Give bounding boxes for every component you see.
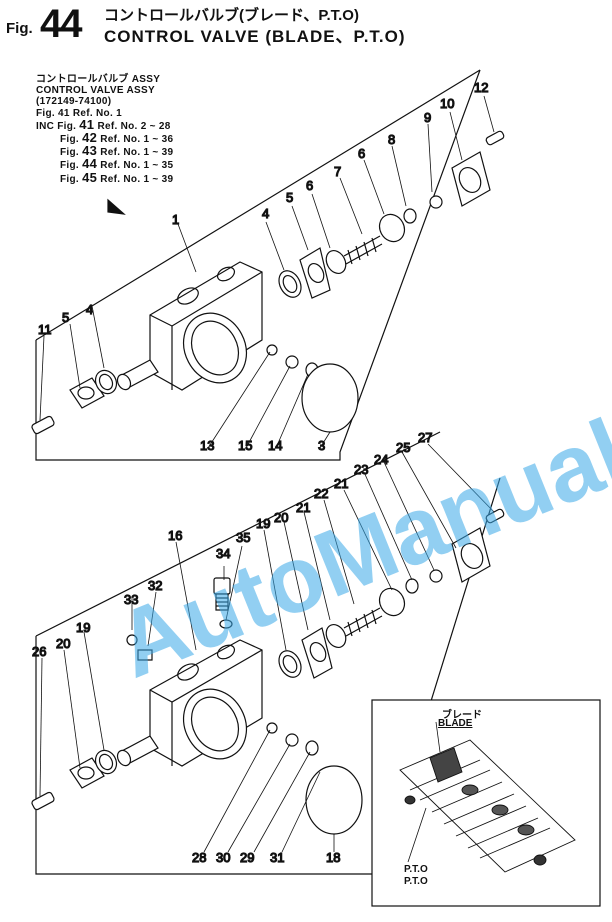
top-leader-lines	[39, 95, 495, 449]
valve-body	[116, 639, 263, 767]
callout-20b: 20	[56, 636, 70, 651]
callout-19: 19	[256, 516, 270, 531]
callout-5b: 5	[62, 310, 69, 325]
callout-26: 26	[32, 644, 46, 659]
inset-overview	[371, 699, 601, 907]
ref-fig-number: 41	[79, 116, 95, 132]
callout-33: 33	[124, 592, 138, 607]
inset-label-jp: ブレード	[442, 710, 482, 721]
spring	[343, 607, 383, 637]
callout-32: 32	[148, 578, 162, 593]
ref-fig-number: 44	[82, 156, 98, 172]
inset-valve-stack	[399, 721, 576, 873]
bottom-leader-lines	[39, 443, 495, 853]
bottom-small-parts	[31, 508, 505, 835]
o-ring-large	[301, 363, 359, 433]
callout-21b: 21	[334, 476, 348, 491]
callout-19b: 19	[76, 620, 90, 635]
arrow-marker	[107, 198, 126, 215]
ref-range: Ref. No. 1 ~ 39	[100, 173, 174, 185]
assy-name-en: CONTROL VALVE ASSY	[36, 85, 155, 97]
callout-8: 8	[388, 132, 395, 147]
callout-7: 7	[334, 164, 341, 179]
ref-range: Ref. No. 2 ~ 28	[97, 120, 171, 132]
valve-body	[116, 261, 263, 391]
inc-ref-list: INC Fig. 41 Ref. No. 2 ~ 28 Fig. 42 Ref.…	[36, 116, 174, 185]
callout-4: 4	[262, 206, 269, 221]
ref-range: Ref. No. 1 ~ 39	[100, 147, 174, 159]
callout-24: 24	[374, 452, 388, 467]
inc-ref-row: Fig. 44 Ref. No. 1 ~ 35	[60, 156, 174, 172]
callout-15: 15	[238, 438, 252, 453]
title-english: CONTROL VALVE (BLADE、P.T.O)	[104, 27, 406, 46]
callout-16: 16	[168, 528, 182, 543]
o-ring-large	[305, 765, 363, 835]
callout-6b: 6	[358, 146, 365, 161]
inc-ref-row: Fig. 42 Ref. No. 1 ~ 36	[60, 130, 174, 146]
callout-1: 1	[172, 212, 179, 227]
inc-ref-row: Fig. 43 Ref. No. 1 ~ 39	[60, 143, 174, 159]
callout-18: 18	[326, 850, 340, 865]
top-frame-diagonal	[35, 69, 481, 341]
top-assembly: 1 4 5 6 7 6 8 9 10 12 11 5 4 13 15 14 3	[31, 69, 505, 461]
callout-9: 9	[424, 110, 431, 125]
callout-3: 3	[318, 438, 325, 453]
callout-13: 13	[200, 438, 214, 453]
top-small-parts	[31, 130, 505, 435]
assy-fig-ref: Fig. 41 Ref. No. 1	[36, 107, 122, 119]
ref-range: Ref. No. 1 ~ 35	[100, 160, 174, 172]
inc-ref-row: INC Fig. 41 Ref. No. 2 ~ 28	[36, 116, 171, 132]
callout-10: 10	[440, 96, 454, 111]
ref-fig-number: 42	[82, 130, 98, 146]
callout-30: 30	[216, 850, 230, 865]
callout-29: 29	[240, 850, 254, 865]
inset-label-pto-en: P.T.O	[404, 876, 428, 887]
callout-14: 14	[268, 438, 282, 453]
inset-label-pto-jp: P.T.O	[404, 864, 428, 875]
callout-22: 22	[314, 486, 328, 501]
callout-12: 12	[474, 80, 488, 95]
callout-11: 11	[38, 322, 52, 337]
bottom-frame-diagonal	[35, 431, 441, 637]
ref-fig-number: 45	[82, 169, 98, 185]
callout-23: 23	[354, 462, 368, 477]
watermark-text: AutoManual	[102, 399, 612, 698]
callout-25: 25	[396, 440, 410, 455]
callout-5: 5	[286, 190, 293, 205]
ref-range: Ref. No. 1 ~ 36	[100, 134, 174, 146]
ref-fig-number: 43	[82, 143, 98, 159]
callout-34: 34	[216, 546, 230, 561]
title-japanese: コントロールバルブ(ブレード、P.T.O)	[104, 7, 359, 24]
callout-20: 20	[274, 510, 288, 525]
callout-31: 31	[270, 850, 284, 865]
inset-label-blade: BLADE	[438, 718, 473, 729]
assy-name-jp: コントロールバルブ ASSY	[36, 74, 161, 85]
callout-4b: 4	[86, 302, 93, 317]
assy-info-block: コントロールバルブ ASSY CONTROL VALVE ASSY (17214…	[36, 74, 173, 185]
inc-label: INC	[36, 120, 55, 132]
callout-35: 35	[236, 530, 250, 545]
callout-27: 27	[418, 430, 432, 445]
spring	[343, 235, 383, 265]
inc-ref-row: Fig. 45 Ref. No. 1 ~ 39	[60, 169, 174, 185]
callout-28: 28	[192, 850, 206, 865]
assy-part-number: (172149-74100)	[36, 96, 112, 108]
top-frame-lines	[35, 69, 481, 461]
callout-21: 21	[296, 500, 310, 515]
callout-6: 6	[306, 178, 313, 193]
fig-prefix: Fig.	[6, 20, 33, 37]
fig-number: 44	[40, 2, 82, 46]
